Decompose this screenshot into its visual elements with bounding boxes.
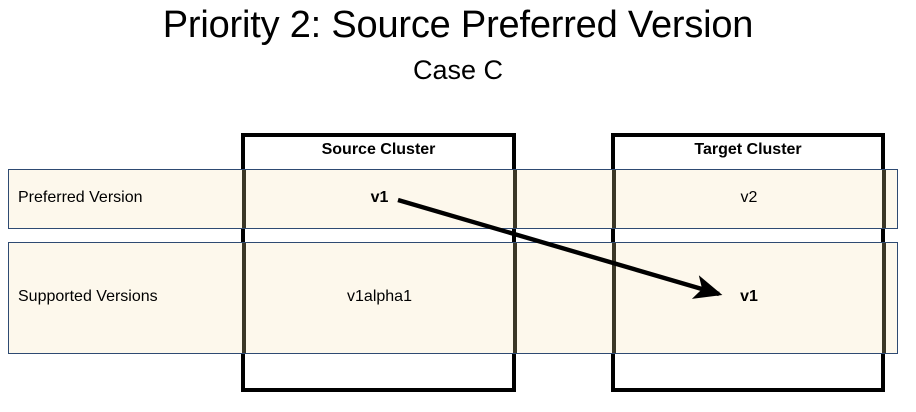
cell-target-preferred-version: v2 — [740, 189, 758, 206]
source-box-right-edge — [513, 243, 517, 353]
source-box-left-edge — [242, 243, 246, 353]
cell-source-preferred-version: v1 — [370, 189, 389, 206]
target-box-right-edge — [882, 170, 886, 228]
table-row-preferred-version: Preferred Version v1 v2 — [8, 169, 898, 229]
page-title: Priority 2: Source Preferred Version — [162, 4, 754, 46]
table-row-supported-versions: Supported Versions v1alpha1 v1 — [8, 242, 898, 354]
source-cluster-header: Source Cluster — [321, 141, 436, 158]
row-label-supported-versions: Supported Versions — [18, 288, 158, 305]
target-box-left-edge — [612, 243, 616, 353]
cell-target-supported-versions: v1 — [740, 288, 758, 305]
page-subtitle: Case C — [412, 55, 504, 85]
target-cluster-header: Target Cluster — [694, 141, 802, 158]
cell-source-supported-versions: v1alpha1 — [347, 288, 412, 305]
row-label-preferred-version: Preferred Version — [18, 189, 143, 206]
source-box-left-edge — [242, 170, 246, 228]
target-box-right-edge — [882, 243, 886, 353]
